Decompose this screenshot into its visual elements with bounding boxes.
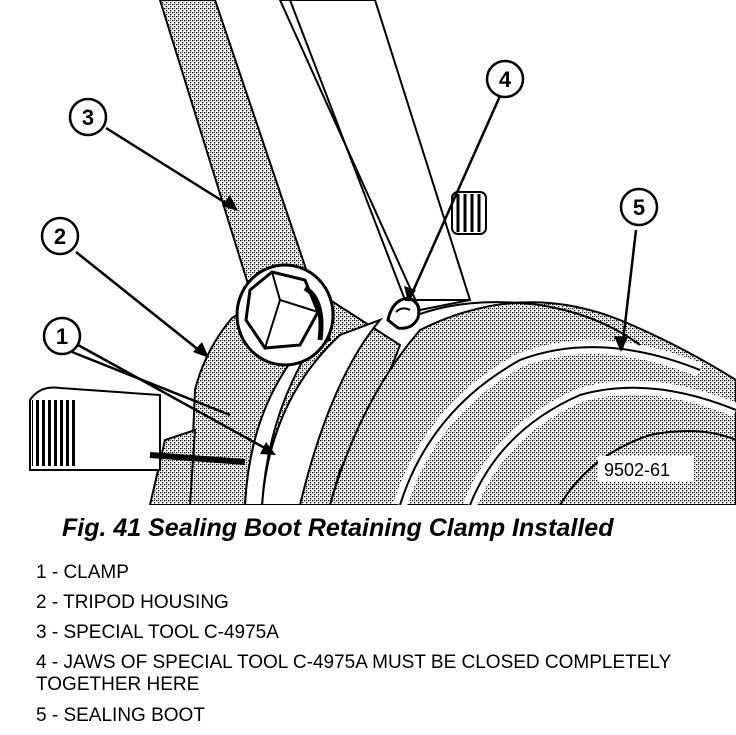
arrowhead-2 bbox=[193, 342, 209, 358]
callout-2: 2 bbox=[40, 216, 80, 256]
svg-text:3: 3 bbox=[82, 105, 94, 130]
callout-4: 4 bbox=[485, 59, 525, 99]
arrowhead-1 bbox=[260, 442, 276, 455]
svg-text:1: 1 bbox=[56, 324, 68, 349]
leader-line-5 bbox=[620, 229, 638, 351]
figure-code-background bbox=[598, 456, 694, 482]
callout-1: 1 bbox=[42, 316, 82, 356]
figure-caption: Fig. 41 Sealing Boot Retaining Clamp Ins… bbox=[62, 514, 614, 542]
leader-line-4 bbox=[408, 95, 502, 299]
svg-text:5: 5 bbox=[633, 195, 645, 220]
legend-list: 1 - CLAMP 2 - TRIPOD HOUSING 3 - SPECIAL… bbox=[36, 562, 676, 735]
leader-line-1 bbox=[77, 343, 273, 454]
callout-3: 3 bbox=[68, 97, 108, 137]
clamp-installation-illustration: 1 2 3 4 5 9502-61 bbox=[29, 0, 736, 505]
knurl-pattern bbox=[32, 400, 76, 466]
arrowhead-4 bbox=[404, 286, 416, 302]
clamp-band-outer bbox=[260, 317, 384, 505]
boot-convolution-3 bbox=[559, 430, 736, 505]
special-tool-arm-edge bbox=[289, 0, 406, 301]
legend-item-tripod-housing: 2 - TRIPOD HOUSING bbox=[36, 592, 229, 613]
boot-convolution-1-edge bbox=[399, 346, 701, 505]
leader-line-2 bbox=[75, 251, 206, 356]
arrowhead-3 bbox=[222, 195, 238, 211]
threaded-stud bbox=[451, 191, 487, 235]
leader-line-3 bbox=[105, 126, 233, 209]
svg-text:2: 2 bbox=[54, 224, 66, 249]
tool-jaws bbox=[386, 296, 470, 330]
arrowhead-5 bbox=[614, 336, 628, 352]
legend-item-tool-jaws: 4 - JAWS OF SPECIAL TOOL C-4975A MUST BE… bbox=[36, 652, 671, 695]
legend-item-sealing-boot: 5 - SEALING BOOT bbox=[36, 705, 205, 726]
leader-line-1b bbox=[71, 350, 231, 417]
hex-bolt bbox=[235, 263, 335, 367]
legend-item-clamp: 1 - CLAMP bbox=[36, 562, 129, 583]
callout-5: 5 bbox=[619, 187, 659, 227]
boot-convolution-2-edge bbox=[469, 386, 736, 505]
svg-text:4: 4 bbox=[499, 67, 512, 92]
legend-item-special-tool: 3 - SPECIAL TOOL C-4975A bbox=[36, 622, 279, 643]
shaft-band bbox=[149, 452, 246, 465]
figure-code: 9502-61 bbox=[604, 460, 670, 480]
boot-upper-rim bbox=[404, 301, 641, 346]
